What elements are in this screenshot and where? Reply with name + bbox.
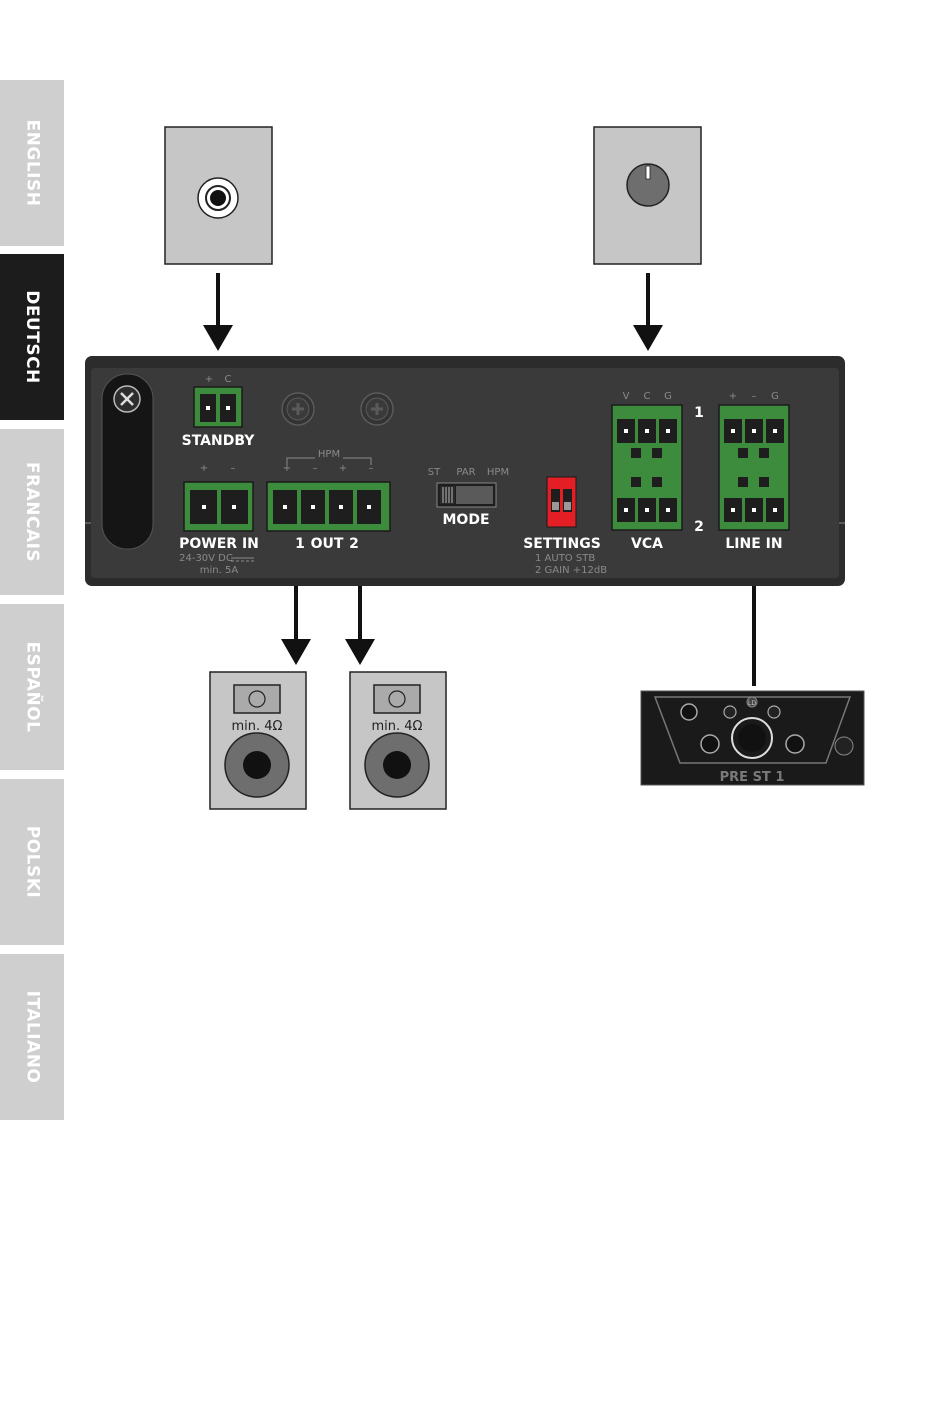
arrow-standby xyxy=(203,273,233,351)
mode-option-st: ST xyxy=(428,467,441,478)
standby-label: STANDBY xyxy=(182,433,256,449)
speaker-rating: min. 4Ω xyxy=(372,719,423,734)
out-pin-plus-1: + xyxy=(283,463,291,474)
screw-icon xyxy=(361,393,393,425)
out-pin-minus-2: – xyxy=(369,463,374,474)
standby-switch-illustration xyxy=(165,127,272,264)
vca-pin-g: G xyxy=(664,391,672,402)
mode-option-hpm: HPM xyxy=(487,467,509,478)
volume-knob-illustration xyxy=(594,127,701,264)
screw-icon xyxy=(282,393,314,425)
vca-channel-1: 1 xyxy=(694,405,704,421)
out-pin-plus-2: + xyxy=(339,463,347,474)
out-channel-1: 1 xyxy=(295,536,305,552)
standby-pin-c: C xyxy=(225,374,232,385)
preamp-logo: LD xyxy=(748,700,756,707)
preamp-illustration: LD PRE ST 1 xyxy=(641,691,864,785)
settings-option-1: 1 AUTO STB xyxy=(535,553,595,564)
out-channel-2: 2 xyxy=(349,536,359,552)
vca-pin-v: V xyxy=(623,391,630,402)
settings-label: SETTINGS xyxy=(523,536,601,552)
line-in-pin-minus: – xyxy=(752,391,757,402)
mounting-bracket xyxy=(102,374,153,549)
power-pin-plus: + xyxy=(200,463,208,474)
arrow-vca xyxy=(633,273,663,351)
line-in-label: LINE IN xyxy=(725,536,782,552)
speaker-illustration-1: min. 4Ω xyxy=(210,672,306,809)
vca-pin-c: C xyxy=(644,391,651,402)
out-label: OUT xyxy=(311,536,344,552)
vca-label: VCA xyxy=(631,536,663,552)
power-in-label: POWER IN xyxy=(179,536,259,552)
line-in-pin-plus: + xyxy=(729,391,737,402)
vca-channel-2: 2 xyxy=(694,519,704,535)
power-spec-current: min. 5A xyxy=(200,565,239,576)
hpm-label: HPM xyxy=(318,449,340,460)
out-pin-minus-1: – xyxy=(313,463,318,474)
settings-option-2: 2 GAIN +12dB xyxy=(535,565,607,576)
power-spec-voltage: 24-30V DC xyxy=(179,553,233,564)
mode-label: MODE xyxy=(442,512,489,528)
line-in-terminal[interactable]: + – G LINE IN xyxy=(719,391,789,552)
power-pin-minus: – xyxy=(231,463,236,474)
speaker-rating: min. 4Ω xyxy=(232,719,283,734)
speaker-illustration-2: min. 4Ω xyxy=(350,672,446,809)
standby-pin-plus: + xyxy=(205,374,213,385)
mode-option-par: PAR xyxy=(456,467,475,478)
preamp-label: PRE ST 1 xyxy=(720,770,785,785)
line-in-pin-g: G xyxy=(771,391,779,402)
